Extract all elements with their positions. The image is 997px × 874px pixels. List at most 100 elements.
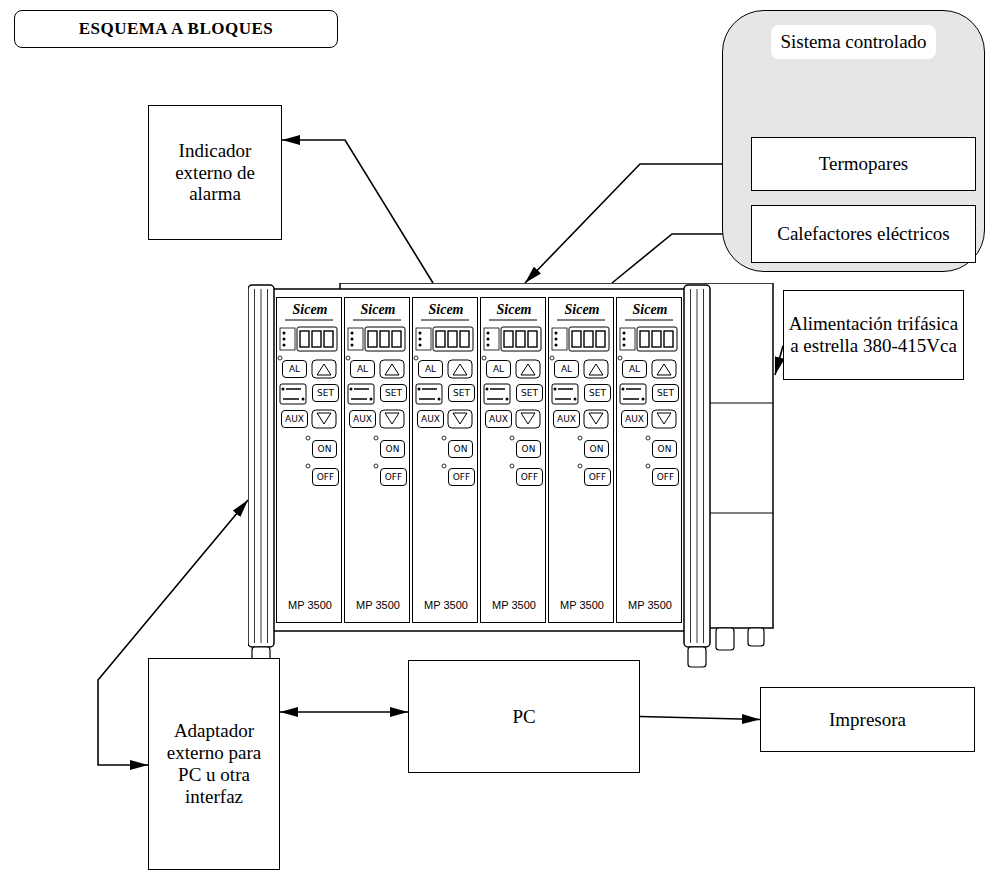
- diagram-title: ESQUEMA A BLOQUES: [79, 19, 274, 39]
- key-label: SET: [516, 384, 543, 402]
- box-label: Impresora: [829, 709, 906, 731]
- sensor-box: Termopares: [751, 137, 976, 191]
- brand-logo: Sicem: [549, 301, 615, 318]
- post-groove: [254, 289, 255, 643]
- status-led: [351, 344, 354, 347]
- rack-foot: [688, 647, 706, 667]
- key-label: ON: [652, 440, 677, 458]
- display: [569, 327, 609, 351]
- key-label: ON: [584, 440, 609, 458]
- post-groove: [690, 289, 691, 643]
- indicator-led: [482, 356, 486, 360]
- down-arrow: [589, 413, 603, 424]
- status-leds: [484, 328, 499, 350]
- post-groove: [261, 289, 262, 643]
- mode-indicator: [552, 384, 578, 404]
- down-arrow: [385, 413, 399, 424]
- status-leds: [552, 328, 567, 350]
- mode-mark: [555, 398, 571, 400]
- status-leds: [620, 328, 635, 350]
- down-key: [652, 410, 676, 428]
- mode-led: [506, 398, 509, 401]
- mode-led: [350, 388, 353, 391]
- mode-indicator: [484, 384, 510, 404]
- status-led: [623, 344, 626, 347]
- display-digit: [460, 331, 469, 347]
- key-label: SET: [652, 384, 679, 402]
- connector: [640, 717, 760, 720]
- status-leds: [416, 328, 431, 350]
- mode-led: [302, 398, 305, 401]
- model-label: MP 3500: [549, 598, 615, 612]
- model-label: MP 3500: [413, 598, 479, 612]
- connector: [525, 164, 751, 283]
- region-heading: Sistema controlado: [771, 25, 936, 59]
- key-label: ON: [448, 440, 473, 458]
- down-key: [312, 410, 336, 428]
- up-key: [312, 360, 336, 378]
- up-arrow: [453, 364, 467, 375]
- mode-led: [418, 388, 421, 391]
- heater-box: Calefactores eléctricos: [751, 205, 976, 263]
- key-label: OFF: [516, 468, 543, 486]
- box-label: PC: [512, 706, 535, 728]
- mode-mark: [422, 388, 437, 390]
- logo-underline: [421, 320, 469, 321]
- off-led: [510, 464, 514, 468]
- key-label: ON: [312, 440, 337, 458]
- mode-led: [438, 398, 441, 401]
- status-led: [555, 332, 558, 335]
- rack-post: [248, 285, 274, 647]
- module-illustration: [345, 298, 409, 622]
- key-label: AUX: [621, 410, 648, 428]
- down-key: [584, 410, 608, 428]
- status-led: [487, 332, 490, 335]
- mode-mark: [487, 398, 503, 400]
- logo-underline: [489, 320, 537, 321]
- display-digit: [324, 331, 333, 347]
- display-digit: [652, 331, 661, 347]
- module-illustration: [277, 298, 341, 622]
- display: [501, 327, 541, 351]
- display-digit: [300, 331, 309, 347]
- off-led: [578, 464, 582, 468]
- module-illustration: [413, 298, 477, 622]
- up-key: [516, 360, 540, 378]
- box-label: Calefactores eléctricos: [777, 223, 949, 245]
- box-label: Adaptador externo para PC u otra interfa…: [153, 720, 275, 807]
- status-leds: [348, 328, 363, 350]
- key-label: AUX: [349, 410, 376, 428]
- status-led: [487, 338, 490, 341]
- mode-indicator: [348, 384, 374, 404]
- display-digit: [572, 331, 581, 347]
- display-digit: [528, 331, 537, 347]
- key-label: SET: [380, 384, 407, 402]
- mode-led: [370, 398, 373, 401]
- display-digit: [448, 331, 457, 347]
- mode-mark: [419, 398, 435, 400]
- up-arrow: [521, 364, 535, 375]
- display: [637, 327, 677, 351]
- controller-module: SicemALSETAUXONOFFMP 3500: [480, 297, 546, 623]
- rack-foot: [748, 628, 764, 646]
- indicator-led: [550, 356, 554, 360]
- module-illustration: [549, 298, 613, 622]
- status-led: [623, 332, 626, 335]
- model-label: MP 3500: [345, 598, 411, 612]
- brand-logo: Sicem: [617, 301, 683, 318]
- on-led: [578, 436, 582, 440]
- up-key: [584, 360, 608, 378]
- down-arrow: [521, 413, 535, 424]
- up-key: [380, 360, 404, 378]
- down-key: [516, 410, 540, 428]
- mode-mark: [286, 388, 301, 390]
- mode-indicator: [620, 384, 646, 404]
- controller-module: SicemALSETAUXONOFFMP 3500: [276, 297, 342, 623]
- module-illustration: [481, 298, 545, 622]
- indicator-led: [346, 356, 350, 360]
- front-panel: [258, 289, 700, 631]
- on-led: [442, 436, 446, 440]
- status-led: [283, 338, 286, 341]
- status-led: [419, 338, 422, 341]
- model-label: MP 3500: [617, 598, 683, 612]
